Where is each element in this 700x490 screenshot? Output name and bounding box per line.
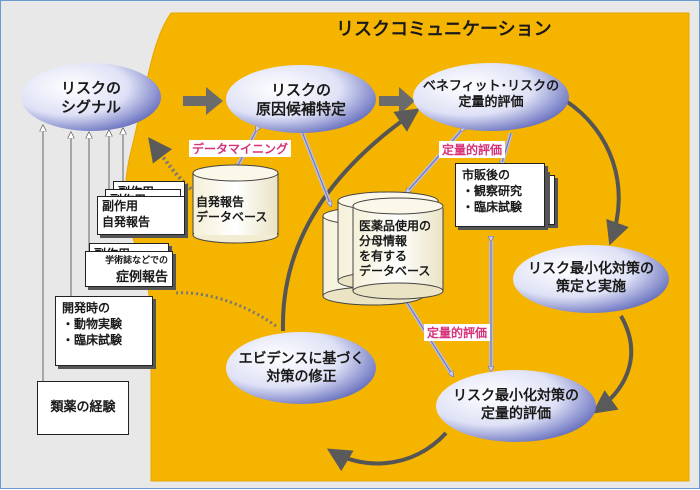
cycle-arrow-eval-evidence xyxy=(326,431,448,472)
oval-benefit xyxy=(413,63,569,131)
doc-similar-drugs: 類薬の経験 xyxy=(37,381,129,435)
oval-strategy xyxy=(513,245,669,313)
left-up-arrows xyxy=(43,126,123,381)
node-benefit: ベネフィット･リスクの 定量的評価 xyxy=(422,79,560,111)
diagram-title: リスクコミュニケーション xyxy=(336,19,552,40)
oval-signal xyxy=(21,63,161,131)
node-signal: リスクの シグナル xyxy=(60,79,121,116)
cylinder-spontaneous-db xyxy=(192,164,279,244)
cycle-arrow-benefit-strategy xyxy=(564,99,629,246)
label-quant-eval-bottom: 定量的評価 xyxy=(424,324,491,341)
cycle-arrow-strategy-eval xyxy=(592,315,634,414)
label-data-mining: データマイニング xyxy=(189,140,292,157)
node-evidence: エビデンスに基づく 対策の修正 xyxy=(238,351,365,385)
cycle-arrow-evidence-benefit xyxy=(280,108,420,332)
arrow-signal-to-cause xyxy=(183,87,223,115)
doc-development: 開発時の ・動物実験 ・臨床試験 xyxy=(55,296,153,366)
node-eval: リスク最小化対策の 定量的評価 xyxy=(453,388,579,422)
cylinder-drug-use-db xyxy=(322,191,444,306)
dotted-arrow-lower xyxy=(175,291,277,328)
db-drug-use-label: 医薬品使用の 分母情報 を有する データベース xyxy=(359,219,432,278)
dotted-arrow-upper xyxy=(148,137,193,191)
doc-case-front: 学術誌などでの 症例報告 xyxy=(85,251,173,287)
doc-adverse-front: 副作用 自発報告 xyxy=(97,196,185,235)
node-cause: リスクの 原因候補特定 xyxy=(255,81,346,118)
oval-eval xyxy=(436,370,596,442)
label-quant-eval-top: 定量的評価 xyxy=(439,141,506,158)
doc-case-small: 学術誌などでの xyxy=(105,256,168,266)
oval-evidence xyxy=(226,332,376,404)
db-spontaneous-label: 自発報告 データベース xyxy=(196,195,268,224)
doc-case-main: 症例報告 xyxy=(115,270,168,285)
arrow-cause-to-benefit xyxy=(379,87,415,115)
oval-cause xyxy=(226,65,376,133)
doc-postmarket: 市販後の ・観察研究 ・臨床試験 xyxy=(455,163,545,227)
node-strategy: リスク最小化対策の 策定と実施 xyxy=(528,261,654,295)
